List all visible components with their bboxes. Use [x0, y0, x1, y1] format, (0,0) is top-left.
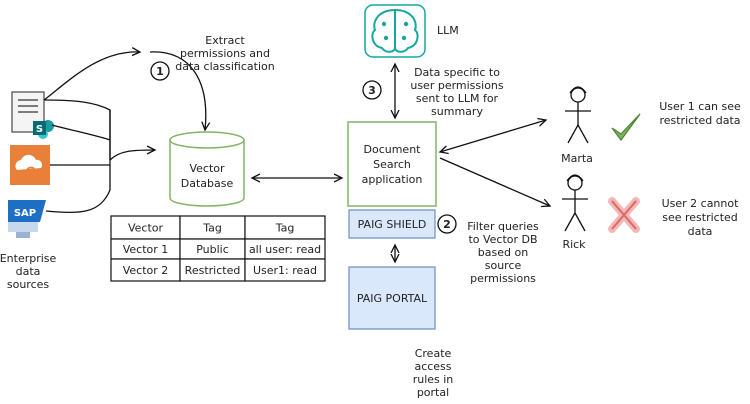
step-1-marker: 1 [150, 61, 170, 81]
table-header: Vector [128, 222, 164, 235]
svg-text:2: 2 [443, 218, 451, 231]
user-name-rick: Rick [562, 238, 586, 251]
source-connectors [43, 52, 206, 213]
step-2-marker: 2 [437, 214, 457, 234]
sharepoint-icon: S [33, 120, 54, 139]
cloud-search-icon [10, 145, 50, 185]
llm-label: LLM [437, 24, 459, 37]
svg-text:PAIG SHIELD: PAIG SHIELD [358, 218, 427, 231]
svg-text:1: 1 [156, 65, 164, 78]
document-icon [11, 91, 45, 133]
llm-brain-icon [364, 4, 426, 58]
table-cell-text: all user: read [249, 243, 321, 256]
step-3-marker: 3 [362, 80, 382, 100]
user-figure-rick [562, 174, 588, 232]
table-cell-text: Vector 2 [123, 264, 169, 277]
table-header: Tag [202, 222, 222, 235]
checkmark-icon [611, 113, 641, 142]
table-cell-text: Public [196, 243, 229, 256]
paig-shield: PAIG SHIELD [348, 209, 436, 239]
user-name-marta: Marta [561, 152, 593, 165]
table-cell-text: User1: read [253, 264, 317, 277]
x-mark-icon [608, 197, 640, 233]
table-header: Tag [275, 222, 295, 235]
table-cell [244, 258, 326, 282]
search-user1-connector [440, 120, 546, 152]
svg-text:SAP: SAP [14, 208, 36, 219]
svg-text:PAIG PORTAL: PAIG PORTAL [357, 292, 428, 305]
user-figure-marta [565, 86, 591, 144]
paig-portal: PAIG PORTAL [348, 266, 436, 330]
sap-icon: SAP [8, 200, 46, 238]
svg-text:3: 3 [368, 84, 376, 97]
search-user2-connector [439, 157, 550, 206]
table-cell-text: Vector 1 [123, 243, 169, 256]
svg-text:S: S [36, 124, 43, 135]
table-cell-text: Restricted [185, 264, 241, 277]
